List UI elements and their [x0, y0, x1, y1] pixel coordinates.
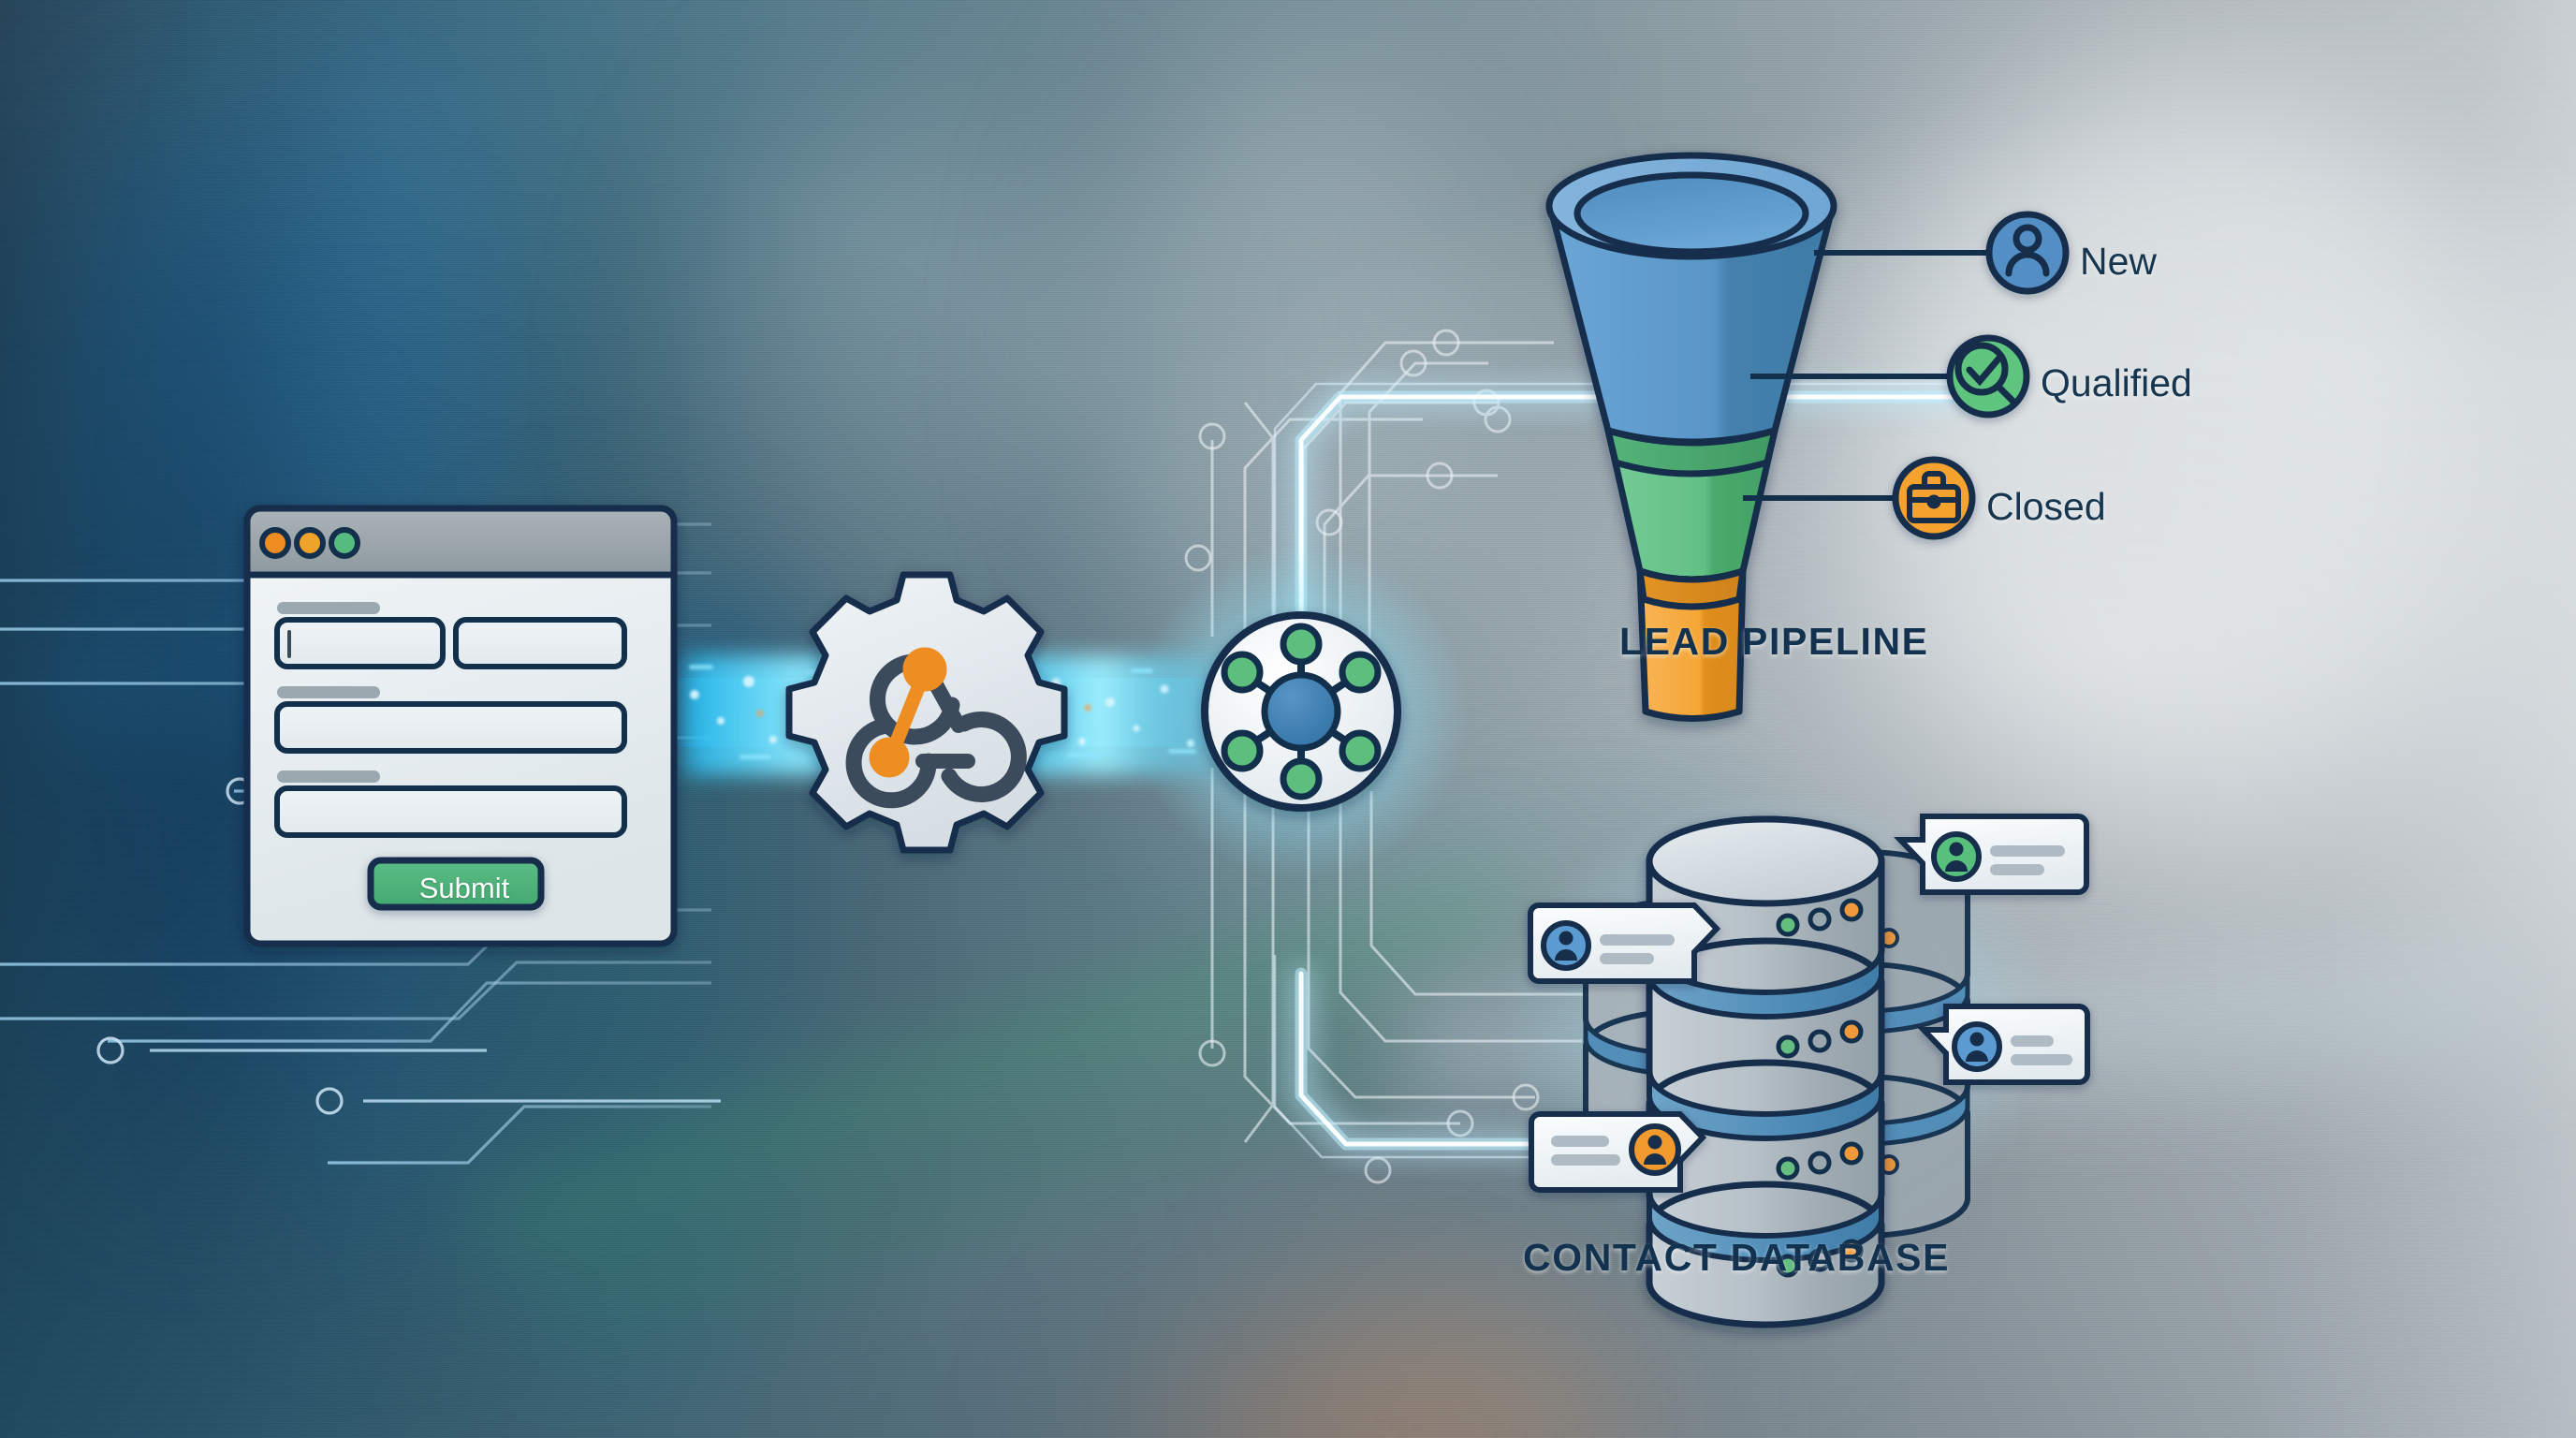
- stage-qualified-badge: [1946, 334, 2030, 418]
- stage-label-closed: Closed: [1986, 485, 2106, 528]
- stage-label-qualified: Qualified: [2041, 361, 2192, 404]
- contact-card-orange: [1529, 1111, 1707, 1193]
- submit-button-label[interactable]: Submit: [418, 872, 510, 904]
- stage-closed-badge: [1892, 456, 1976, 540]
- background-bokeh-4: [711, 112, 1105, 637]
- stage-label-new: New: [2080, 240, 2158, 283]
- database-caption: CONTACT DATABASE: [1523, 1236, 1951, 1279]
- db-status-dots: [1776, 898, 1864, 1278]
- background-bokeh-7: [1853, 56, 2509, 824]
- contact-card-green: [1893, 814, 2089, 895]
- traffic-lights: [259, 527, 360, 559]
- submit-button: [367, 857, 545, 911]
- contact-card-blue: [1528, 902, 1721, 984]
- contact-card-blue-2: [1916, 1004, 2090, 1085]
- stage-new-badge: [1985, 211, 2070, 295]
- funnel-caption: LEAD PIPELINE: [1619, 620, 1929, 663]
